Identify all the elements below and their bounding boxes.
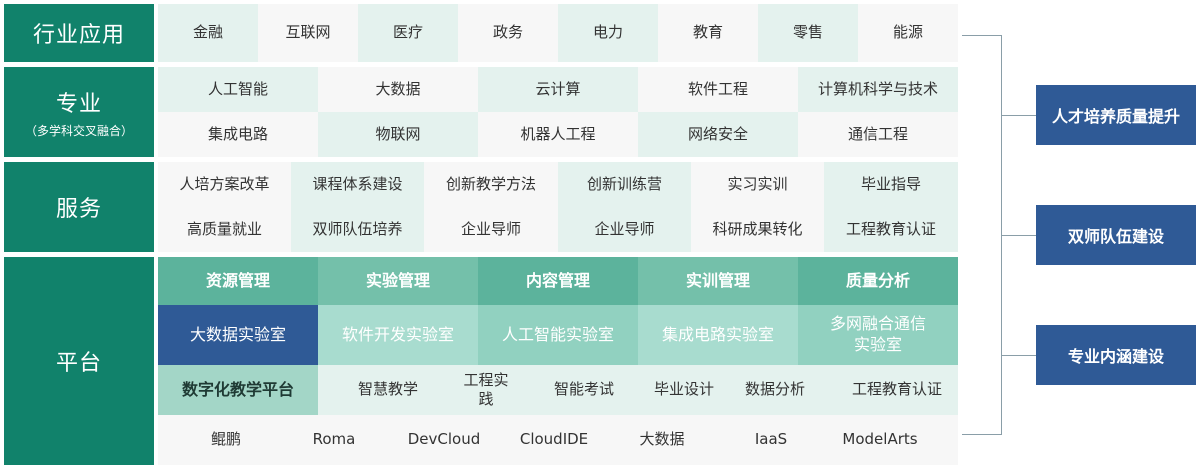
tech-item: 大数据: [639, 430, 685, 449]
outcome-box: 双师队伍建设: [1036, 205, 1196, 265]
tech-row-bg: [158, 415, 958, 465]
side-label-industry: 行业应用: [4, 4, 154, 62]
platform-header: 内容管理: [478, 257, 638, 305]
service-item: 工程教育认证: [824, 207, 958, 252]
side-label-platform: 平台: [4, 257, 154, 465]
service-item: 双师队伍培养: [291, 207, 424, 252]
major-item: 计算机科学与技术: [798, 67, 958, 112]
service-item: 人培方案改革: [158, 162, 291, 207]
tech-item: CloudIDE: [519, 430, 589, 449]
tech-item: IaaS: [754, 430, 788, 449]
lab-item: 集成电路实验室: [638, 305, 798, 365]
teaching-item: 数据分析: [714, 365, 836, 415]
connector-line-outcome: [1001, 235, 1036, 236]
side-label-platform-text: 平台: [55, 351, 102, 376]
side-label-major-sub: （多学科交叉融合）: [24, 123, 133, 138]
platform-header: 质量分析: [798, 257, 958, 305]
major-item: 集成电路: [158, 112, 318, 157]
connector-line-bottom: [962, 434, 1002, 435]
major-item: 软件工程: [638, 67, 798, 112]
side-label-service: 服务: [4, 162, 154, 252]
industry-item: 互联网: [258, 4, 358, 62]
teaching-platform-title: 数字化教学平台: [158, 365, 318, 415]
side-label-major: 专业 （多学科交叉融合）: [4, 67, 154, 157]
service-item: 科研成果转化: [691, 207, 824, 252]
major-item: 通信工程: [798, 112, 958, 157]
lab-item: 软件开发实验室: [318, 305, 478, 365]
industry-item: 电力: [558, 4, 658, 62]
industry-item: 能源: [858, 4, 958, 62]
major-item: 物联网: [318, 112, 478, 157]
service-item: 高质量就业: [158, 207, 291, 252]
major-item: 人工智能: [158, 67, 318, 112]
industry-item: 教育: [658, 4, 758, 62]
side-label-major-text: 专业: [55, 91, 102, 117]
major-item: 网络安全: [638, 112, 798, 157]
service-item: 创新训练营: [558, 162, 691, 207]
platform-header: 实训管理: [638, 257, 798, 305]
teaching-item: 智慧教学: [318, 365, 458, 415]
tech-item: 鲲鹏: [210, 430, 241, 449]
platform-header: 实验管理: [318, 257, 478, 305]
lab-item-highlighted: 大数据实验室: [158, 305, 318, 365]
industry-item: 零售: [758, 4, 858, 62]
major-item: 云计算: [478, 67, 638, 112]
connector-line-outcome: [1001, 355, 1036, 356]
side-label-service-text: 服务: [55, 197, 102, 222]
industry-item: 金融: [158, 4, 258, 62]
lab-item: 多网融合通信实验室: [798, 305, 958, 365]
outcome-box: 专业内涵建设: [1036, 325, 1196, 385]
major-item: 机器人工程: [478, 112, 638, 157]
tech-item: ModelArts: [842, 430, 918, 449]
major-item: 大数据: [318, 67, 478, 112]
teaching-item: 毕业设计: [654, 365, 714, 415]
service-item: 毕业指导: [824, 162, 958, 207]
side-label-industry-text: 行业应用: [32, 23, 125, 48]
industry-item: 医疗: [358, 4, 458, 62]
tech-item: Roma: [312, 430, 356, 449]
lab-item: 人工智能实验室: [478, 305, 638, 365]
connector-line-top: [962, 35, 1002, 36]
service-item: 课程体系建设: [291, 162, 424, 207]
service-item: 企业导师: [424, 207, 558, 252]
outcome-box: 人才培养质量提升: [1036, 85, 1196, 145]
teaching-item: 工程教育认证: [836, 365, 958, 415]
tech-item: DevCloud: [407, 430, 481, 449]
service-item: 企业导师: [558, 207, 691, 252]
industry-item: 政务: [458, 4, 558, 62]
teaching-item: 工程实践: [458, 365, 514, 415]
connector-line-outcome: [1001, 115, 1036, 116]
service-item: 创新教学方法: [424, 162, 558, 207]
service-item: 实习实训: [691, 162, 824, 207]
platform-header: 资源管理: [158, 257, 318, 305]
teaching-item: 智能考试: [514, 365, 654, 415]
